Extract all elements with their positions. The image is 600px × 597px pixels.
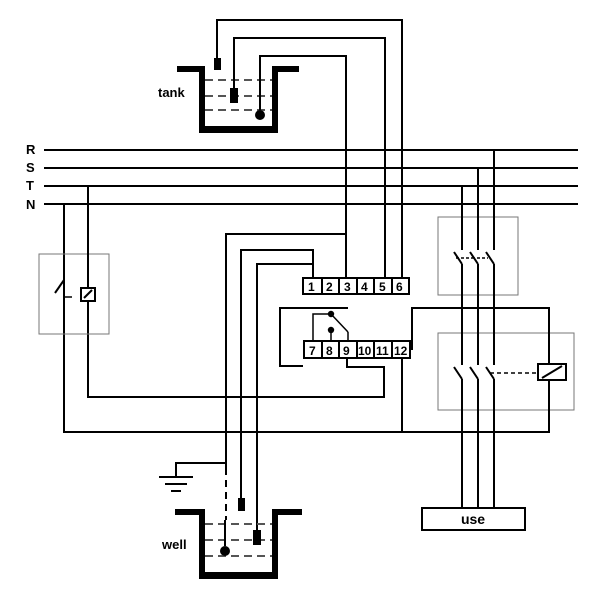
well: well bbox=[161, 498, 302, 579]
terminal-9: 9 bbox=[343, 344, 350, 358]
tank-probe-1 bbox=[214, 58, 221, 70]
well-label: well bbox=[161, 537, 187, 552]
well-probe-1 bbox=[238, 498, 245, 511]
load-box: use bbox=[421, 507, 526, 531]
tank-probe-2 bbox=[230, 88, 238, 103]
relay-contact bbox=[312, 310, 349, 341]
terminal-strip-top: 1 2 3 4 5 6 bbox=[302, 277, 410, 295]
load-label: use bbox=[461, 511, 485, 527]
terminal-strip-bottom: 7 8 9 10 11 12 bbox=[303, 340, 411, 359]
terminal-5: 5 bbox=[379, 280, 386, 294]
well-probe-2 bbox=[253, 530, 261, 545]
terminal-8: 8 bbox=[326, 344, 333, 358]
control-switch-box bbox=[38, 253, 110, 335]
phase-label-t: T bbox=[26, 178, 34, 193]
phase-label-s: S bbox=[26, 160, 35, 175]
terminal-11: 11 bbox=[376, 344, 389, 358]
terminal-6: 6 bbox=[396, 280, 403, 294]
terminal-10: 10 bbox=[358, 344, 372, 358]
terminal-7: 7 bbox=[309, 344, 316, 358]
contactor bbox=[437, 264, 575, 432]
tank-float bbox=[255, 110, 265, 120]
phase-label-r: R bbox=[26, 142, 36, 157]
tank: tank bbox=[158, 58, 299, 133]
well-float bbox=[220, 546, 230, 556]
terminal-3: 3 bbox=[344, 280, 351, 294]
terminal-12: 12 bbox=[394, 344, 408, 358]
tank-label: tank bbox=[158, 85, 186, 100]
terminal-2: 2 bbox=[326, 280, 333, 294]
earth-ground-icon bbox=[159, 462, 226, 492]
terminal-1: 1 bbox=[308, 280, 315, 294]
terminal-4: 4 bbox=[361, 280, 368, 294]
phase-label-n: N bbox=[26, 197, 35, 212]
